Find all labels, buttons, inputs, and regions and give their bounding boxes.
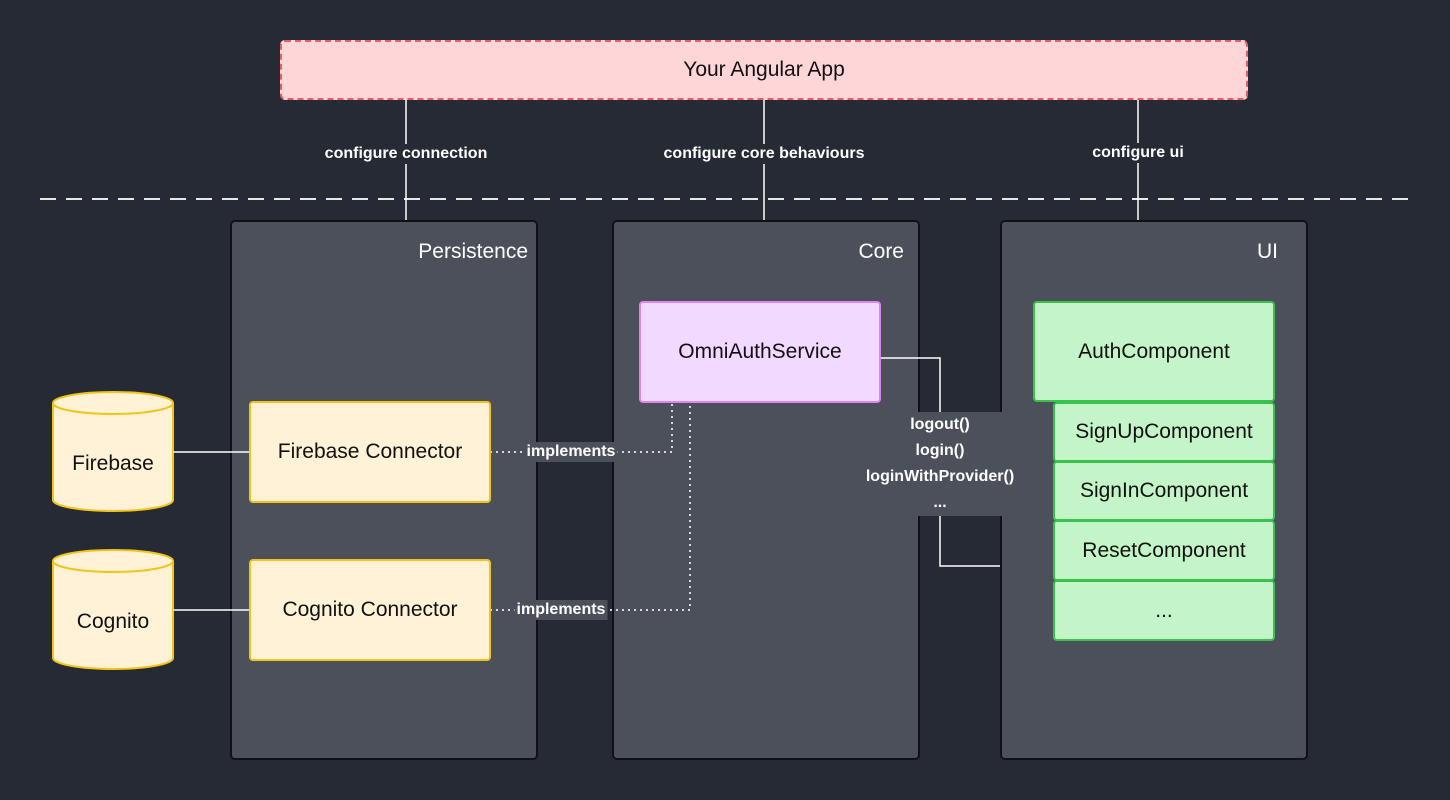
omniauth-service-label: OmniAuthService [678, 340, 842, 363]
persistence-panel-title: Persistence [418, 240, 528, 263]
auth-component-box: AuthComponent [1033, 301, 1275, 402]
method-login-with-provider: loginWithProvider() [865, 468, 1015, 485]
core-panel-title: Core [858, 240, 904, 263]
ui-panel-title: UI [1257, 240, 1278, 263]
signin-component-box: SignInComponent [1053, 461, 1275, 521]
cognito-db-label: Cognito [76, 610, 150, 633]
cognito-connector-label: Cognito Connector [282, 598, 458, 621]
firebase-implements-label: implements [524, 442, 618, 462]
firebase-connector-box: Firebase Connector [249, 401, 491, 503]
auth-component-label: AuthComponent [1078, 339, 1230, 363]
reset-component-box: ResetComponent [1053, 520, 1275, 581]
angular-app-label: Your Angular App [683, 58, 845, 81]
signup-component-box: SignUpComponent [1053, 402, 1275, 462]
firebase-connector-label: Firebase Connector [277, 440, 463, 463]
configure-connection-label: configure connection [322, 144, 490, 164]
configure-core-label: configure core behaviours [661, 144, 867, 164]
more-components-label: ... [1155, 598, 1173, 622]
cognito-implements-label: implements [514, 600, 608, 620]
reset-component-label: ResetComponent [1082, 538, 1246, 562]
signin-component-label: SignInComponent [1079, 479, 1249, 502]
service-methods-list: logout() login() loginWithProvider() ... [863, 412, 1017, 516]
configure-ui-label: configure ui [1090, 143, 1186, 163]
method-logout: logout() [910, 416, 970, 433]
firebase-db-label: Firebase [72, 452, 154, 475]
angular-app-box: Your Angular App [280, 40, 1248, 100]
method-more: ... [933, 494, 947, 511]
cognito-connector-box: Cognito Connector [249, 559, 491, 661]
signup-component-label: SignUpComponent [1075, 420, 1253, 443]
omniauth-service-box: OmniAuthService [639, 301, 881, 403]
method-login: login() [915, 442, 965, 459]
more-components-box: ... [1053, 580, 1275, 641]
